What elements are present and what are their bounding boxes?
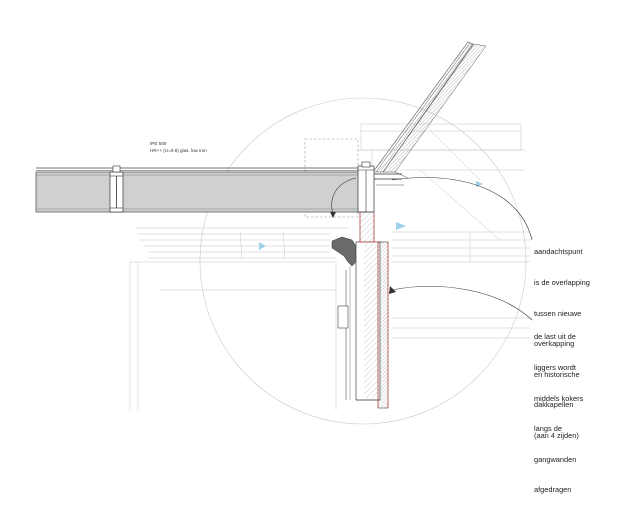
annotation-overlap-line: dakkapellen — [534, 400, 574, 410]
beam-label-line2: HR++ (U=0,8) glas, low iron — [150, 148, 207, 153]
detail-circle — [199, 97, 527, 425]
leader-2 — [391, 285, 533, 321]
annotation-overlap-line: (aan 4 zijden) — [534, 431, 579, 441]
glass-marker-mid — [396, 222, 406, 230]
annotation-load-line: liggers wordt — [534, 363, 576, 373]
beam-connection — [109, 165, 124, 213]
annotation-load: de last uit de liggers wordt middels kok… — [534, 312, 583, 506]
annotation-overlap-line: is de overlapping — [534, 278, 590, 288]
annotation-overlap-line: en historische — [534, 369, 580, 379]
annotation-overlap: aandachtspunt is de overlapping tussen n… — [534, 227, 590, 451]
annotation-overlap-line: aandachtspunt — [534, 247, 583, 257]
section-drawing — [35, 41, 533, 425]
sloped-glass-roof — [372, 41, 487, 186]
annotation-overlap-line: overkapping — [534, 339, 575, 349]
annotation-overlap-line: tussen nieuwe — [534, 308, 582, 318]
annotation-load-line: afgedragen — [534, 485, 572, 495]
steel-column-koker — [359, 211, 375, 243]
historic-background — [129, 123, 530, 410]
annotation-load-line: langs de — [534, 424, 562, 434]
corridor-wall — [337, 241, 389, 409]
annotation-load-line: de last uit de — [534, 332, 576, 342]
leader-1 — [391, 177, 533, 241]
cornice-profile — [331, 236, 357, 267]
curved-arrow — [331, 177, 357, 215]
beam-support — [357, 161, 375, 213]
annotation-load-line: middels kokers — [534, 393, 584, 403]
ipe-beam — [35, 171, 365, 213]
annotation-load-line: gangwanden — [534, 454, 577, 464]
beam-label-line1: IPE 500 — [150, 141, 167, 146]
glass-marker-left — [259, 242, 266, 250]
